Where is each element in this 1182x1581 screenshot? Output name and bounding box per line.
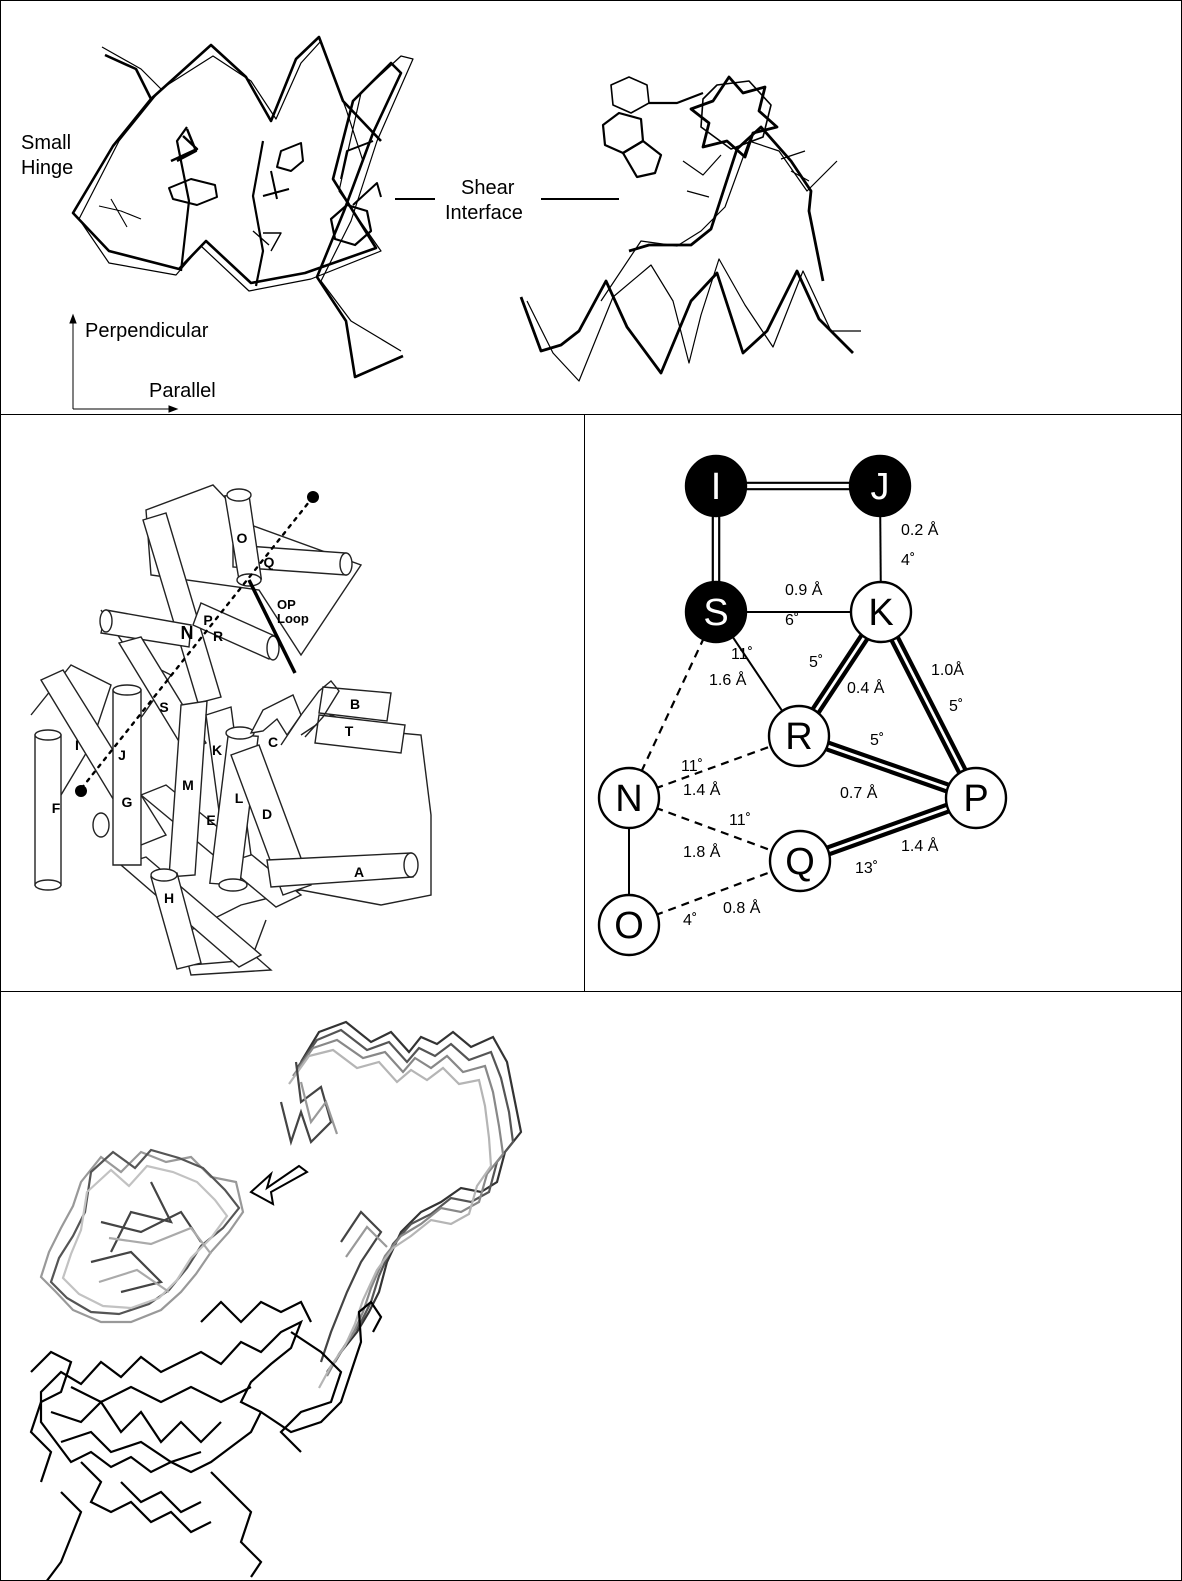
network-node-label-s: S (703, 592, 728, 634)
top-structure-panel: Small Hinge Shear Interface Perpendicula… (0, 0, 1182, 415)
network-node-label-j: J (871, 466, 890, 508)
network-node-i: I (684, 454, 748, 518)
edge-angle-label-k-p: 5˚ (949, 698, 963, 715)
edge-distance-label-k-p: 1.0Å (931, 660, 964, 679)
network-edge-q-p-strand-0 (800, 799, 978, 867)
edge-angle-label-q-p: 13˚ (855, 860, 878, 877)
helix-label-n: N (181, 623, 194, 643)
edge-distance-label-s-k: 0.9 Å (785, 580, 823, 599)
helix-label-o: O (237, 530, 248, 546)
helix-cartoon-drawing: OQ NPR S K C BT I J G M E L D F H A OP Loop (30, 484, 432, 976)
perpendicular-axis-label: Perpendicular (85, 320, 209, 342)
parallel-axis-label: Parallel (149, 380, 216, 402)
network-edge-r-p-strand-1 (799, 730, 978, 797)
edge-distance-label-n-q: 1.8 Å (683, 842, 721, 861)
helix-label-l: L (235, 790, 244, 806)
edge-distance-label-q-p: 1.4 Å (901, 836, 939, 855)
edge-distance-label-k-r: 0.4 Å (847, 678, 885, 697)
network-node-p: P (944, 766, 1008, 830)
edge-distance-label-s-r: 1.6 Å (709, 670, 747, 689)
edge-angle-label-r-p: 5˚ (870, 732, 884, 749)
edge-distance-label-n-r: 1.4 Å (683, 780, 721, 799)
edge-distance-label-o-q: 0.8 Å (723, 898, 761, 917)
edge-angle-label-k-r: 5˚ (809, 654, 823, 671)
network-node-label-k: K (868, 592, 893, 634)
right-backbone-thin (526, 140, 861, 382)
edge-angle-label-n-r: 11˚ (681, 758, 703, 775)
edge-angle-label-n-q: 11˚ (729, 812, 751, 829)
network-edge-q-p-strand-1 (798, 792, 976, 860)
helix-label-c: C (268, 734, 278, 750)
left-backbone-heavy (71, 35, 404, 379)
network-node-label-o: O (614, 905, 644, 947)
network-node-label-i: I (711, 466, 722, 508)
helix-label-p: P (203, 612, 212, 628)
op-loop-label-line2: Loop (277, 611, 309, 626)
edge-angle-label-o-q: 4˚ (683, 912, 697, 929)
network-node-label-n: N (615, 778, 642, 820)
helix-label-k: K (212, 742, 222, 758)
domain-motion-panel (0, 991, 1182, 1581)
network-node-k: K (849, 580, 913, 644)
network-node-j: J (848, 454, 912, 518)
helix-label-j: J (118, 747, 126, 763)
helix-label-h: H (164, 890, 174, 906)
right-backbone-heavy (519, 125, 854, 375)
helix-label-r: R (213, 628, 223, 644)
backbone-overlay-drawing (69, 35, 861, 413)
helix-label-m: M (182, 777, 194, 793)
network-node-label-q: Q (785, 841, 815, 883)
edge-distance-label-j-k: 0.2 Å (901, 520, 939, 539)
network-edge-k-p-strand-1 (882, 609, 981, 798)
edge-angle-label-s-r: 11˚ (731, 646, 753, 663)
helix-label-i: I (75, 737, 79, 753)
helix-label-f: F (52, 800, 61, 816)
shear-interface-label-line1: Shear (461, 177, 515, 199)
small-hinge-label-line2: Hinge (21, 157, 74, 179)
helix-label-d: D (262, 806, 272, 822)
helix-contact-network-panel: I J S K R N P Q O 0.2 Å 4˚ 0.9 Å 6˚ 1.6 Å 11˚ 0.4 Å 5˚ 1… (584, 414, 1182, 992)
domain-motion-trace-drawing (29, 1020, 523, 1580)
network-node-label-p: P (963, 778, 988, 820)
network-edge-k-p-strand-0 (876, 612, 975, 801)
edge-angle-label-j-k: 4˚ (901, 552, 915, 569)
helix-label-q: Q (264, 554, 275, 570)
helix-label-e: E (206, 812, 215, 828)
helix-label-a: A (354, 864, 364, 880)
small-hinge-label-line1: Small (21, 132, 72, 154)
network-edge-s-n (628, 611, 717, 799)
network-node-n: N (597, 766, 661, 830)
helix-label-g: G (122, 794, 133, 810)
network-node-o: O (597, 893, 661, 957)
helix-label-b: B (350, 696, 360, 712)
network-node-s: S (684, 580, 748, 644)
op-loop-label-line1: OP (277, 597, 296, 612)
network-node-r: R (767, 704, 831, 768)
shear-interface-label-line2: Interface (445, 202, 523, 224)
edge-angle-label-s-k: 6˚ (785, 612, 799, 629)
network-edge-r-p-strand-0 (797, 737, 976, 804)
helix-label-s: S (159, 699, 168, 715)
edge-distance-label-r-p: 0.7 Å (840, 783, 878, 802)
network-node-label-r: R (785, 716, 812, 758)
contact-network-graph: I J S K R N P Q O 0.2 Å 4˚ 0.9 Å 6˚ 1.6 Å 11˚ 0.4 Å 5˚ 1… (597, 454, 1008, 957)
network-node-q: Q (768, 829, 832, 893)
helix-label-t: T (345, 723, 354, 739)
